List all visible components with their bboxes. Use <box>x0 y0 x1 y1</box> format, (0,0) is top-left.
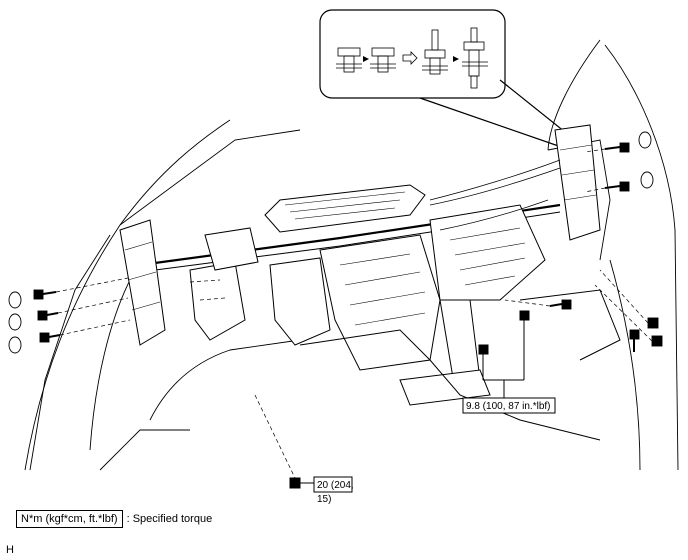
clip-detail-callout <box>319 9 576 151</box>
clip-step-3-icon <box>422 29 448 75</box>
torque-value-lower-line2: 15) <box>317 494 331 505</box>
washer-icon <box>8 313 22 331</box>
clip-step-1-icon <box>336 47 362 73</box>
center-nuts <box>478 310 530 398</box>
left-fasteners <box>8 277 226 354</box>
lower-bolt <box>254 394 314 489</box>
figure-code: H <box>6 544 14 556</box>
nut-icon <box>478 344 489 355</box>
hollow-arrow-icon <box>402 51 418 65</box>
arrow-icon <box>453 56 459 62</box>
nut-icon <box>647 317 659 329</box>
washer-icon <box>8 336 22 354</box>
nut-icon <box>519 310 530 321</box>
bolt-icon <box>549 299 572 310</box>
vehicle-body-outline <box>24 39 679 471</box>
arrow-icon <box>363 56 369 62</box>
washer-icon <box>8 291 22 309</box>
reinforcement-assembly <box>119 124 621 441</box>
torque-legend: N*m (kgf*cm, ft.*lbf) : Specified torque <box>16 510 212 528</box>
bolt-icon <box>289 477 301 489</box>
torque-label-lower: 20 (204, 15) <box>313 476 354 505</box>
legend-meaning: : Specified torque <box>126 513 213 525</box>
torque-value-lower-line1: 20 (204, <box>317 480 354 491</box>
clip-step-4-icon <box>462 27 488 89</box>
washer-icon <box>640 171 654 189</box>
washer-icon <box>638 131 652 149</box>
torque-value-right: 9.8 (100, 87 in.*lbf) <box>466 401 551 412</box>
bolt-icon <box>33 289 57 300</box>
clip-step-2-icon <box>370 47 396 73</box>
bolt-icon <box>604 181 630 192</box>
nut-icon <box>651 335 663 347</box>
torque-label-right: 9.8 (100, 87 in.*lbf) <box>462 397 556 414</box>
bolt-icon <box>39 332 61 343</box>
bolt-icon <box>629 329 640 352</box>
legend-unit: N*m (kgf*cm, ft.*lbf) <box>16 510 123 528</box>
bolt-icon <box>604 142 630 153</box>
bolt-icon <box>37 310 59 321</box>
right-fasteners <box>504 131 663 352</box>
